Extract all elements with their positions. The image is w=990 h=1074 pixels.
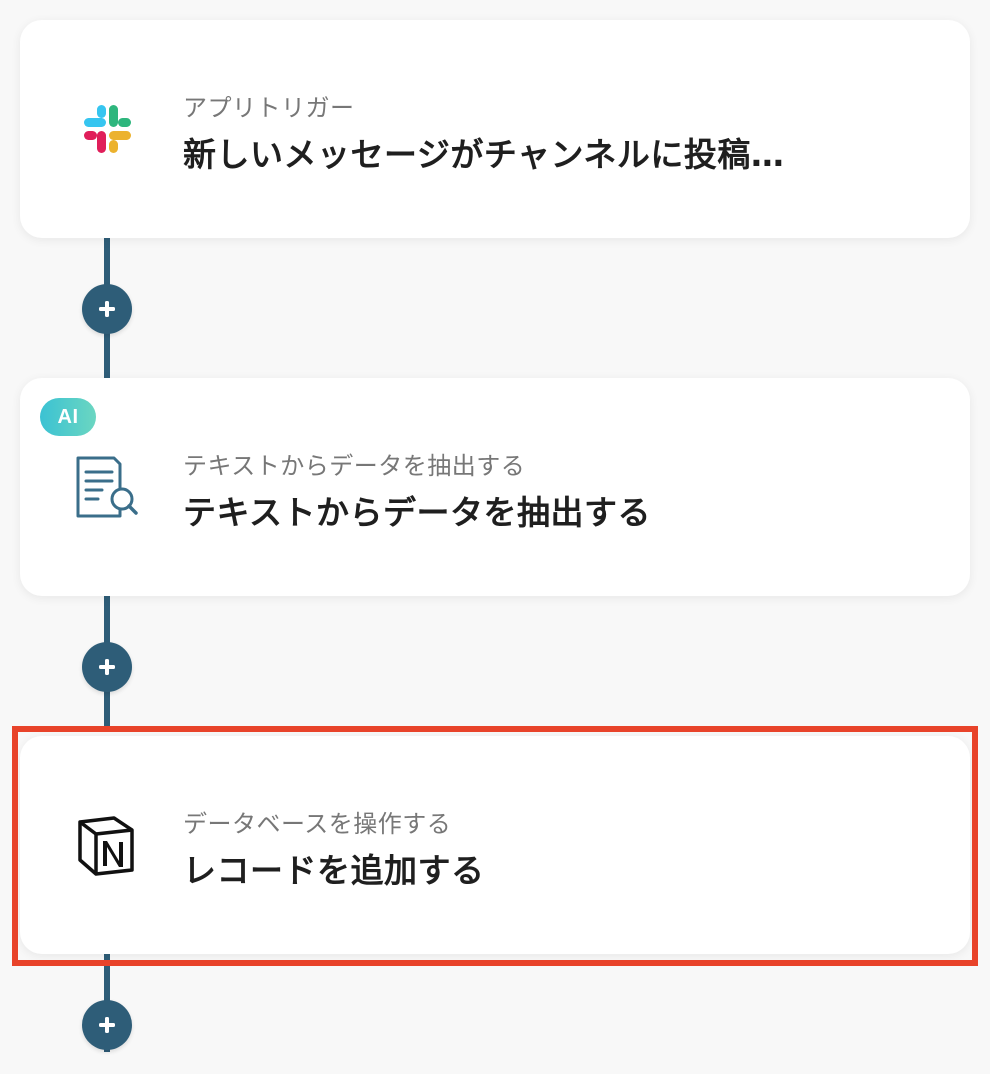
flow-step-card-trigger[interactable]: アプリトリガー 新しいメッセージがチャンネルに投稿…	[20, 20, 970, 238]
document-search-icon	[74, 454, 140, 520]
plus-icon	[99, 659, 115, 675]
ai-badge: AI	[40, 398, 96, 436]
step-title: レコードを追加する	[183, 851, 485, 890]
highlight-frame	[12, 726, 978, 966]
step-subtitle: データベースを操作する	[183, 810, 452, 838]
plus-icon	[99, 1017, 115, 1033]
notion-logo-icon	[74, 812, 140, 878]
add-step-button-2[interactable]	[82, 642, 132, 692]
add-step-button-1[interactable]	[82, 284, 132, 334]
step-subtitle: テキストからデータを抽出する	[183, 452, 526, 480]
plus-icon	[99, 301, 115, 317]
step-title: テキストからデータを抽出する	[183, 493, 652, 532]
add-step-button-3[interactable]	[82, 1000, 132, 1050]
step-subtitle: アプリトリガー	[183, 94, 355, 122]
slack-logo-icon	[74, 96, 140, 162]
step-title: 新しいメッセージがチャンネルに投稿…	[183, 135, 785, 174]
flow-step-card-ai-extract[interactable]: AI テキストからデータを抽出する テキストからデータを抽出する	[20, 378, 970, 596]
flow-step-card-notion[interactable]: データベースを操作する レコードを追加する	[20, 736, 970, 954]
